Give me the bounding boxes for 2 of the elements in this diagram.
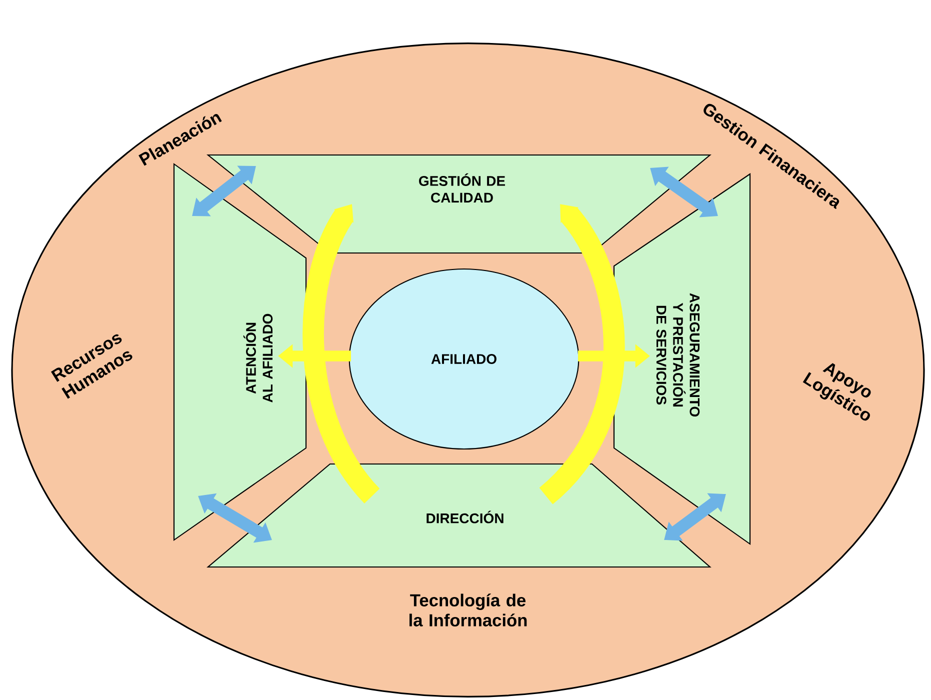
curved-arrow (538, 204, 625, 504)
ring-label: Tecnología de la Información (410, 594, 527, 626)
